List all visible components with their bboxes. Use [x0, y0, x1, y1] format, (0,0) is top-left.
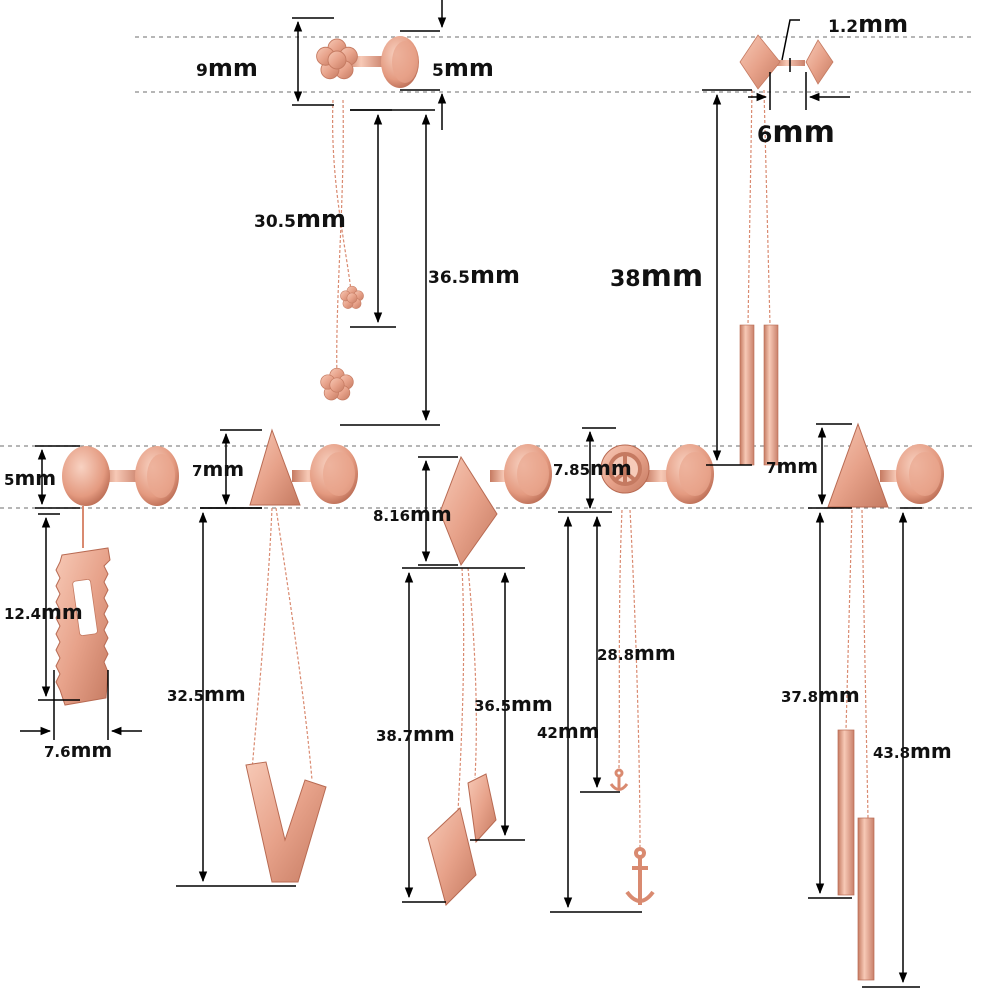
dimension-label: 36.5mm — [474, 692, 553, 716]
dimension-label: 43.8mm — [873, 739, 952, 763]
triangle-v-earring — [245, 428, 358, 883]
triangle-bar-earring — [827, 422, 944, 981]
razor-blade-earring — [55, 446, 179, 706]
anchor-icon — [625, 847, 655, 905]
dimension-label: 30.5mm — [254, 205, 346, 233]
dimension-label: 7mm — [766, 454, 819, 478]
dimension-label: 6mm — [757, 115, 835, 150]
dimension-label: 36.5mm — [428, 261, 520, 289]
dimension-label: 5mm — [4, 466, 57, 490]
dimension-label: 9mm — [196, 54, 258, 82]
dimension-label: 1.2mm — [828, 10, 909, 38]
dimension-label: 8.16mm — [373, 502, 452, 526]
dimension-label: 12.4mm — [4, 600, 83, 624]
rhombus-icon — [439, 455, 498, 567]
flower-earring — [315, 36, 419, 401]
razor-blade-icon — [55, 547, 111, 706]
rhombus-bar-earring — [739, 34, 834, 466]
dimension-label: 42mm — [537, 719, 600, 743]
guide-lines — [0, 36, 975, 509]
dimension-label: 38.7mm — [376, 722, 455, 746]
dimension-label: 28.8mm — [597, 641, 676, 665]
rhombus-icon — [739, 34, 781, 90]
dimension-label: 38mm — [610, 259, 704, 294]
anchor-icon — [609, 768, 629, 791]
dimension-label: 5mm — [432, 54, 494, 82]
dimension-label: 7.6mm — [44, 738, 113, 762]
flower-icon — [320, 367, 354, 401]
flower-icon — [340, 285, 364, 310]
dimension-lines — [20, 0, 922, 988]
triangle-icon — [827, 422, 889, 508]
peace-sign-icon — [600, 444, 650, 494]
triangle-icon — [249, 428, 301, 506]
flower-icon — [315, 38, 359, 80]
dimension-label: 7mm — [192, 457, 245, 481]
peace-anchor-earring — [600, 444, 714, 905]
double-rhombus-earring — [427, 444, 552, 906]
dimension-label: 7.85mm — [553, 456, 632, 480]
dimension-label: 37.8mm — [781, 683, 860, 707]
dimension-label: 32.5mm — [167, 682, 246, 706]
